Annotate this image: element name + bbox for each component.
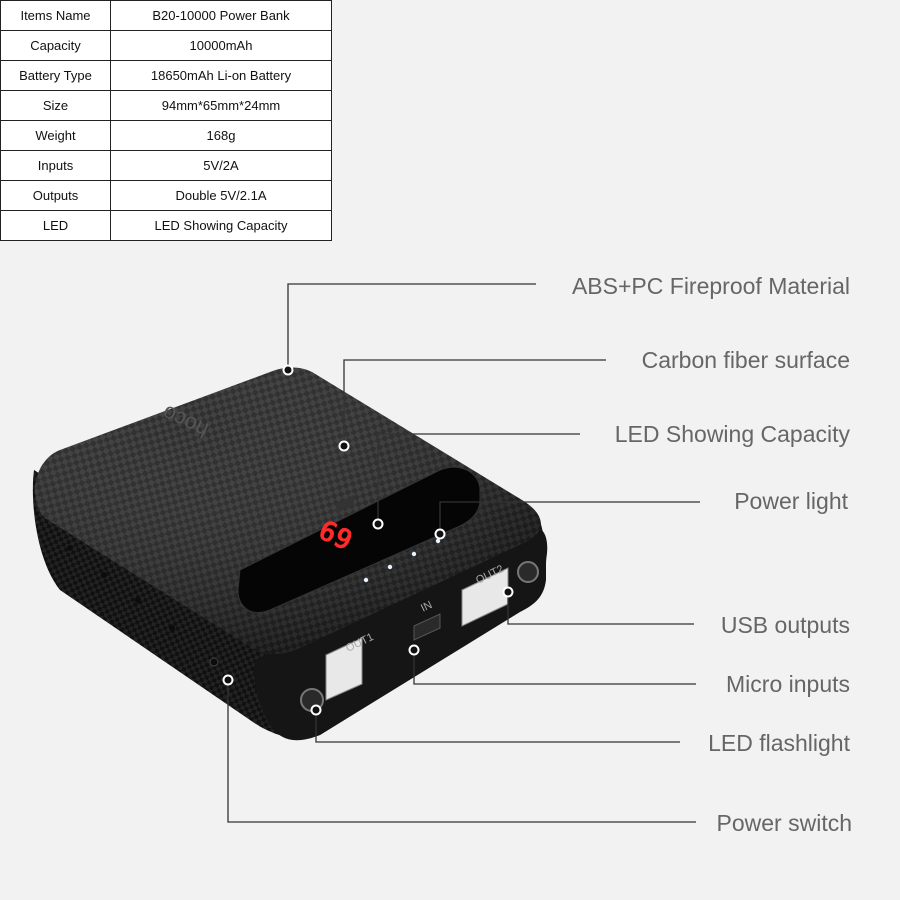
callout-micro-inputs: Micro inputs (726, 671, 850, 697)
spec-value: B20-10000 Power Bank (110, 0, 332, 31)
spec-value: LED Showing Capacity (110, 210, 332, 241)
spec-label: Battery Type (0, 60, 111, 91)
spec-value: 5V/2A (110, 150, 332, 181)
callout-led-capacity: LED Showing Capacity (614, 421, 850, 447)
spec-label: Capacity (0, 30, 111, 61)
leader-line-switch (227, 680, 696, 823)
power-light-dot (435, 538, 441, 544)
spec-label: Weight (0, 120, 111, 151)
power-light-dot (387, 564, 393, 570)
leader-line-carbon (343, 359, 606, 446)
led-display-window (237, 466, 481, 613)
callout-power-switch: Power switch (716, 810, 852, 836)
leader-line-led-display (377, 433, 580, 524)
spec-value: 18650mAh Li-on Battery (110, 60, 332, 91)
micro-usb-port (413, 613, 441, 641)
spec-label: Size (0, 90, 111, 121)
power-light-dot (411, 551, 417, 557)
leader-line-usb (507, 592, 694, 625)
leader-line-micro (413, 650, 696, 685)
callout-led-flashlight: LED flashlight (708, 730, 850, 756)
usb-port-out1 (325, 494, 363, 701)
spec-label: Inputs (0, 150, 111, 181)
flashlight-lens (517, 561, 539, 583)
leader-line-power-light (439, 501, 700, 534)
power-light-dot (363, 577, 369, 583)
callout-material: ABS+PC Fireproof Material (571, 273, 850, 299)
spec-value: 168g (110, 120, 332, 151)
leader-lines (227, 283, 700, 823)
leader-line-material (287, 283, 536, 370)
callout-usb-outputs: USB outputs (720, 612, 850, 638)
callout-carbon-surface: Carbon fiber surface (641, 347, 850, 373)
callout-power-light: Power light (734, 488, 848, 514)
leader-line-flashlight (315, 710, 680, 743)
spec-label: Outputs (0, 180, 111, 211)
spec-label: Items Name (0, 0, 111, 31)
port-label-in: IN (419, 599, 434, 615)
